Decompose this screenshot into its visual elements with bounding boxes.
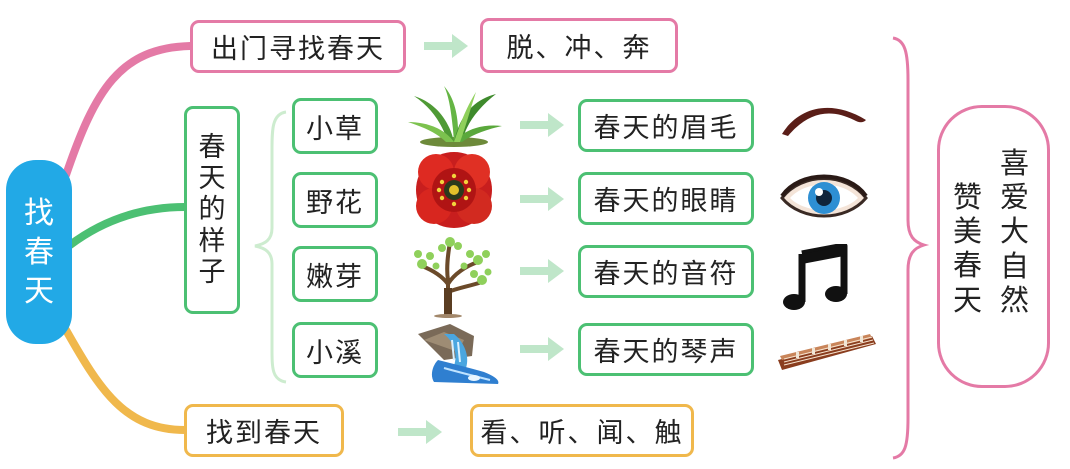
eyebrow-icon — [782, 107, 866, 136]
sprouting-tree-icon — [414, 237, 492, 318]
summary-char: 然 — [1000, 282, 1030, 317]
summary-char: 自 — [1000, 248, 1030, 283]
looks-char: 春 — [198, 132, 226, 164]
summary-char: 春 — [953, 248, 983, 283]
zither-icon — [778, 334, 876, 370]
music-note-icon — [783, 244, 848, 310]
found-node: 找到春天 — [184, 404, 344, 457]
connector-pink — [62, 42, 194, 179]
arrow-icon — [520, 187, 564, 211]
looks-char: 天 — [198, 163, 226, 195]
summary-col-love-nature: 喜 爱 大 自 然 — [1000, 146, 1029, 317]
arrow-icon — [520, 337, 564, 361]
summary-char: 喜 — [1000, 146, 1030, 180]
looks-char: 的 — [198, 194, 226, 226]
item-flower: 野花 — [292, 172, 378, 228]
item-stream: 小溪 — [292, 322, 378, 378]
arrow-icon — [520, 113, 564, 137]
item-sprout: 嫩芽 — [292, 246, 378, 302]
looks-node: 春 天 的 样 子 — [184, 106, 240, 314]
summary-char: 赞 — [953, 180, 983, 214]
eye-icon — [780, 174, 868, 218]
connector-green — [66, 203, 189, 249]
grass-icon — [408, 86, 502, 147]
root-char: 天 — [24, 273, 54, 309]
summary-char: 天 — [953, 282, 983, 317]
result-notes: 春天的音符 — [578, 245, 754, 298]
arrow-icon — [520, 259, 564, 283]
summary-col-praise-spring: 赞 美 春 天 — [953, 180, 982, 317]
summary-box — [937, 105, 1050, 388]
looks-char: 子 — [198, 256, 226, 288]
root-node: 找 春 天 — [6, 160, 72, 344]
summary-char: 爱 — [1000, 180, 1030, 215]
root-char: 春 — [24, 234, 54, 270]
go-out-result: 脱、冲、奔 — [480, 18, 678, 73]
connector-orange — [62, 326, 189, 434]
result-eyes: 春天的眼睛 — [578, 172, 754, 225]
found-result: 看、听、闻、触 — [470, 404, 694, 457]
arrow-icon — [398, 420, 442, 444]
result-zither: 春天的琴声 — [578, 323, 754, 376]
root-char: 找 — [24, 195, 54, 231]
stream-icon — [418, 324, 499, 384]
brace-left-green — [254, 110, 287, 384]
go-out-node: 出门寻找春天 — [190, 20, 406, 73]
summary-char: 美 — [953, 214, 983, 249]
looks-char: 样 — [198, 225, 226, 257]
red-flower-icon — [416, 152, 492, 228]
brace-right-pink — [892, 36, 930, 460]
result-eyebrow: 春天的眉毛 — [578, 99, 754, 152]
summary-char: 大 — [1000, 214, 1030, 249]
item-grass: 小草 — [292, 98, 378, 154]
arrow-icon — [424, 34, 468, 58]
